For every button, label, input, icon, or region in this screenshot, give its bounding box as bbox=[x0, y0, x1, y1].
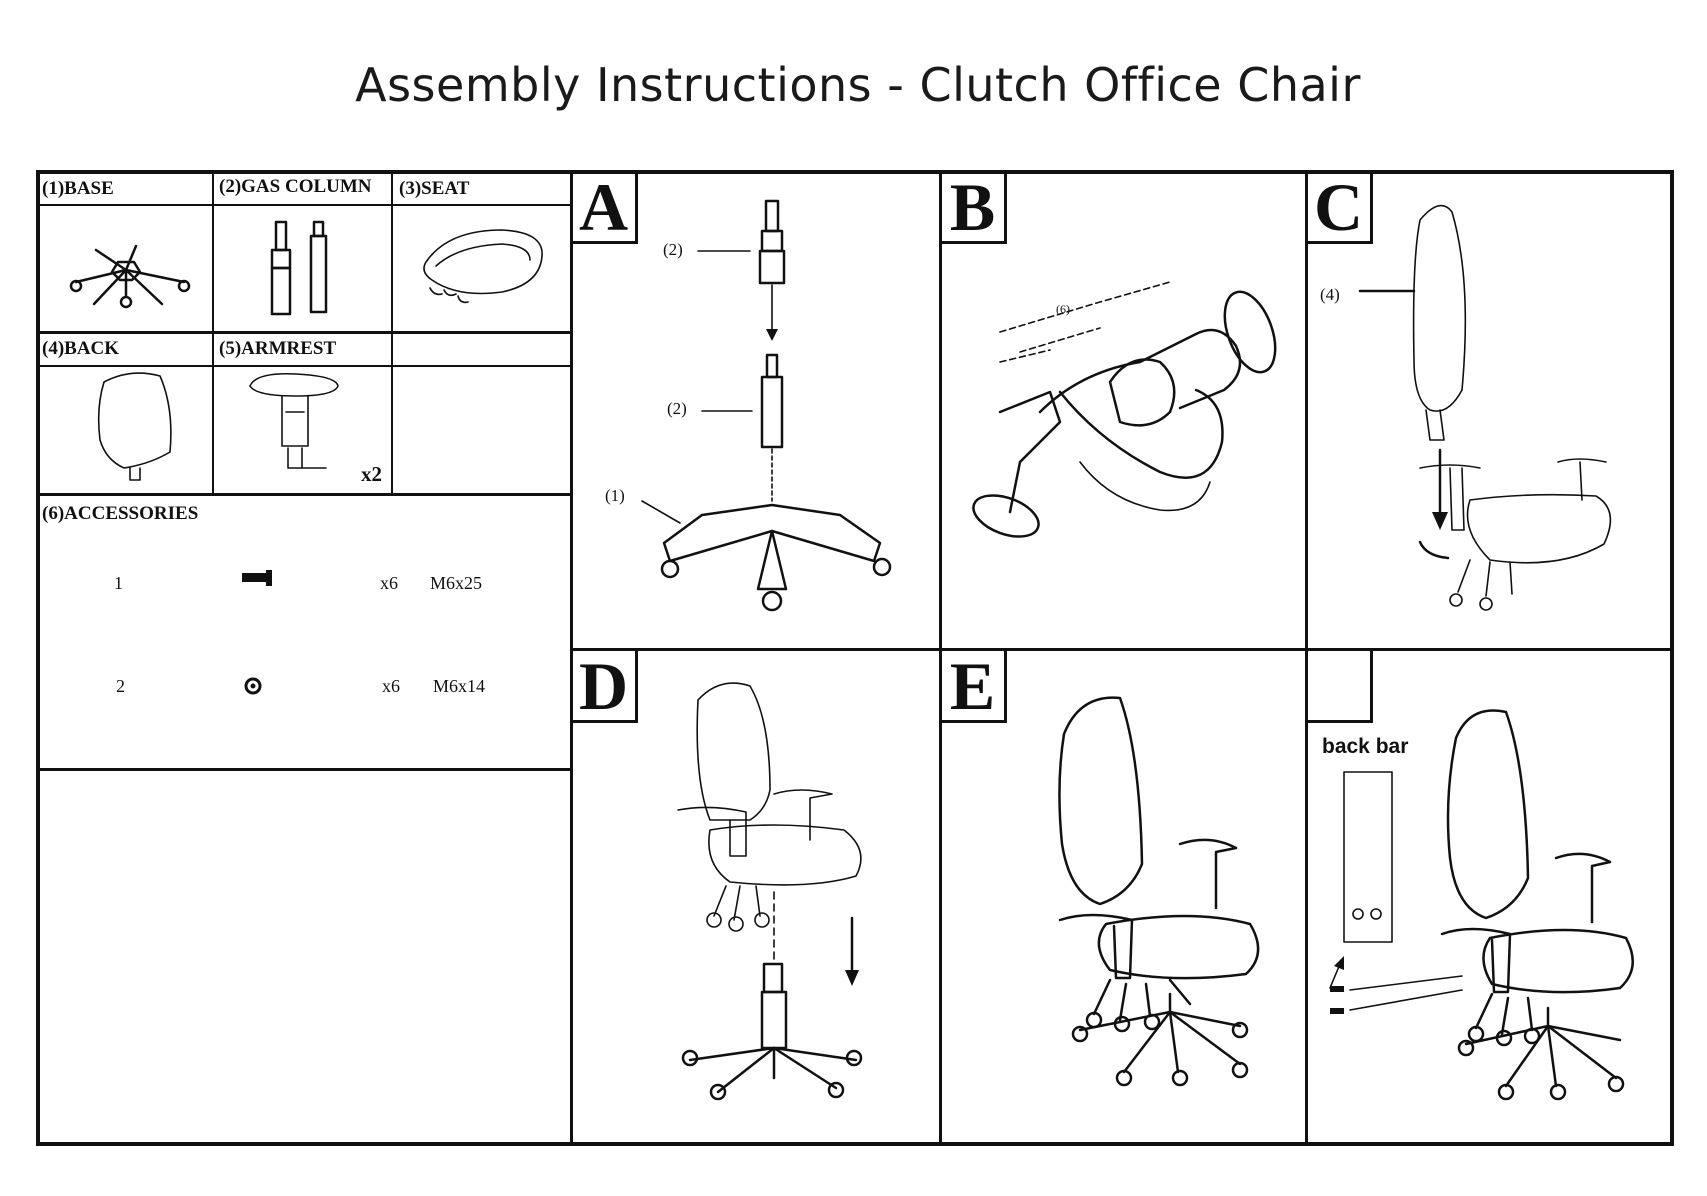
armrest-quantity: x2 bbox=[361, 462, 382, 486]
divider-row-steps bbox=[570, 648, 1674, 651]
part-label-back: (4)BACK bbox=[42, 338, 120, 359]
accessory-number: 1 bbox=[114, 573, 123, 593]
bolt-icon bbox=[242, 570, 272, 586]
step-b-illustration bbox=[972, 281, 1277, 538]
divider-accessories-bottom bbox=[36, 768, 570, 771]
instruction-frame bbox=[36, 170, 1674, 1146]
accessory-number: 2 bbox=[116, 676, 125, 696]
divider-parts-c1 bbox=[212, 170, 214, 495]
callout-label: (2) bbox=[663, 240, 683, 259]
divider-parts-row1 bbox=[36, 331, 570, 334]
callout-label: (4) bbox=[1320, 285, 1340, 304]
back-bar-label: back bar bbox=[1322, 735, 1409, 758]
step-letter-b: B bbox=[941, 172, 1007, 244]
armrest-illustration bbox=[249, 372, 339, 469]
step-letter-a: A bbox=[572, 172, 638, 244]
divider-parts-column bbox=[570, 170, 573, 1146]
divider-col-bc bbox=[1305, 170, 1308, 1146]
accessory-quantity: x6 bbox=[382, 676, 400, 696]
part-label-base: (1)BASE bbox=[42, 178, 114, 199]
washer-icon bbox=[244, 677, 262, 695]
seat-illustration bbox=[423, 229, 543, 304]
divider-parts-c2 bbox=[391, 170, 393, 495]
part-label-accessories: (6)ACCESSORIES bbox=[42, 503, 199, 524]
step-a-illustration bbox=[641, 199, 892, 612]
step-d-illustration bbox=[677, 682, 863, 1101]
divider-col-ab bbox=[939, 170, 942, 1146]
part-label-armrest: (5)ARMREST bbox=[219, 338, 337, 359]
step-letter-e: E bbox=[941, 651, 1007, 723]
callout-label: (6) bbox=[1056, 302, 1070, 316]
step-letter-d: D bbox=[572, 651, 638, 723]
page-title: Assembly Instructions - Clutch Office Ch… bbox=[355, 58, 1361, 112]
callout-label: (1) bbox=[605, 486, 625, 505]
callout-label: (2) bbox=[667, 399, 687, 418]
divider-parts-header1 bbox=[36, 204, 570, 206]
step-f-illustration bbox=[1329, 709, 1634, 1101]
divider-parts-row2 bbox=[36, 493, 570, 496]
step-e-illustration bbox=[1058, 696, 1260, 1087]
gas-column-illustration bbox=[270, 220, 328, 316]
accessory-quantity: x6 bbox=[380, 573, 398, 593]
accessory-size: M6x25 bbox=[430, 573, 483, 593]
base-illustration bbox=[69, 244, 191, 309]
accessory-size: M6x14 bbox=[433, 676, 486, 696]
back-illustration bbox=[97, 372, 172, 481]
step-letter-c: C bbox=[1307, 172, 1373, 244]
part-label-gas-column: (2)GAS COLUMN bbox=[219, 176, 372, 197]
part-label-seat: (3)SEAT bbox=[399, 178, 470, 199]
step-letter-f bbox=[1307, 651, 1373, 723]
divider-parts-header2 bbox=[36, 365, 570, 367]
step-c-illustration bbox=[1358, 204, 1612, 611]
